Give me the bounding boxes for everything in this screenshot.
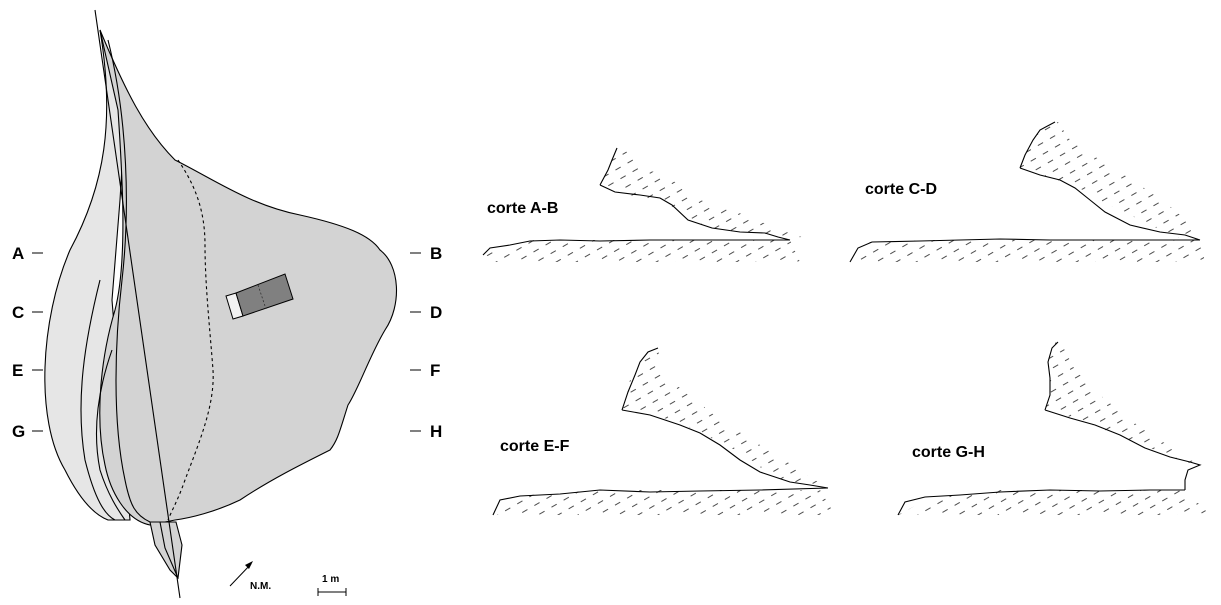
section-ab-floor-line xyxy=(482,239,790,256)
section-ab: corte A-B xyxy=(482,147,805,262)
section-gh-label: corte G-H xyxy=(912,444,985,461)
marker-e: E xyxy=(12,361,23,380)
cave-plan xyxy=(44,9,397,599)
section-gh-roof xyxy=(1045,342,1215,470)
scale-label: 1 m xyxy=(322,574,339,585)
section-ab-label: corte A-B xyxy=(487,200,558,217)
channel-line xyxy=(80,279,116,521)
marker-h: H xyxy=(430,422,442,441)
marker-c: C xyxy=(12,303,24,322)
north-label: N.M. xyxy=(250,581,271,592)
block-divider xyxy=(257,284,267,310)
marker-b: B xyxy=(430,244,442,263)
cave-floor xyxy=(99,29,397,526)
block-dark-part xyxy=(235,273,294,317)
section-cd-roof xyxy=(1020,122,1205,240)
section-ab-roof xyxy=(600,150,805,238)
section-ef-floor-line xyxy=(492,487,829,516)
section-cd-label: corte C-D xyxy=(865,181,937,198)
section-gh-floor xyxy=(898,490,1210,515)
section-cd-roof-line xyxy=(1019,121,1201,241)
section-cd: corte C-D xyxy=(849,121,1205,263)
section-ef-label: corte E-F xyxy=(500,438,570,455)
section-gh-floor-line xyxy=(897,489,1185,516)
block-object xyxy=(225,273,294,320)
section-ef-roof xyxy=(622,348,830,490)
marker-d: D xyxy=(430,303,442,322)
scale-bar: 1 m xyxy=(317,574,347,596)
section-cd-floor xyxy=(850,240,1205,262)
section-markers-left: A C E G xyxy=(12,244,43,441)
inner-wall-line xyxy=(107,39,151,523)
survey-line xyxy=(94,9,181,599)
section-markers-right: B D F H xyxy=(410,244,442,441)
section-ef-floor xyxy=(493,490,835,515)
north-arrow-icon xyxy=(229,563,252,587)
marker-g: G xyxy=(12,422,25,441)
section-ab-floor xyxy=(483,240,800,262)
marker-a: A xyxy=(12,244,24,263)
north-arrow: N.M. xyxy=(229,561,271,592)
channel-line-2 xyxy=(95,349,126,521)
drip-line xyxy=(167,159,214,521)
section-ef-roof-line xyxy=(621,347,829,489)
section-cd-floor-line xyxy=(849,238,1200,263)
north-arrow-head-icon xyxy=(245,561,253,569)
marker-f: F xyxy=(430,361,440,380)
section-gh-roof-line xyxy=(1044,341,1202,490)
entrance-line xyxy=(159,521,179,579)
section-ef: corte E-F xyxy=(492,347,835,516)
section-gh: corte G-H xyxy=(897,341,1215,516)
section-ab-roof-line xyxy=(599,147,791,241)
